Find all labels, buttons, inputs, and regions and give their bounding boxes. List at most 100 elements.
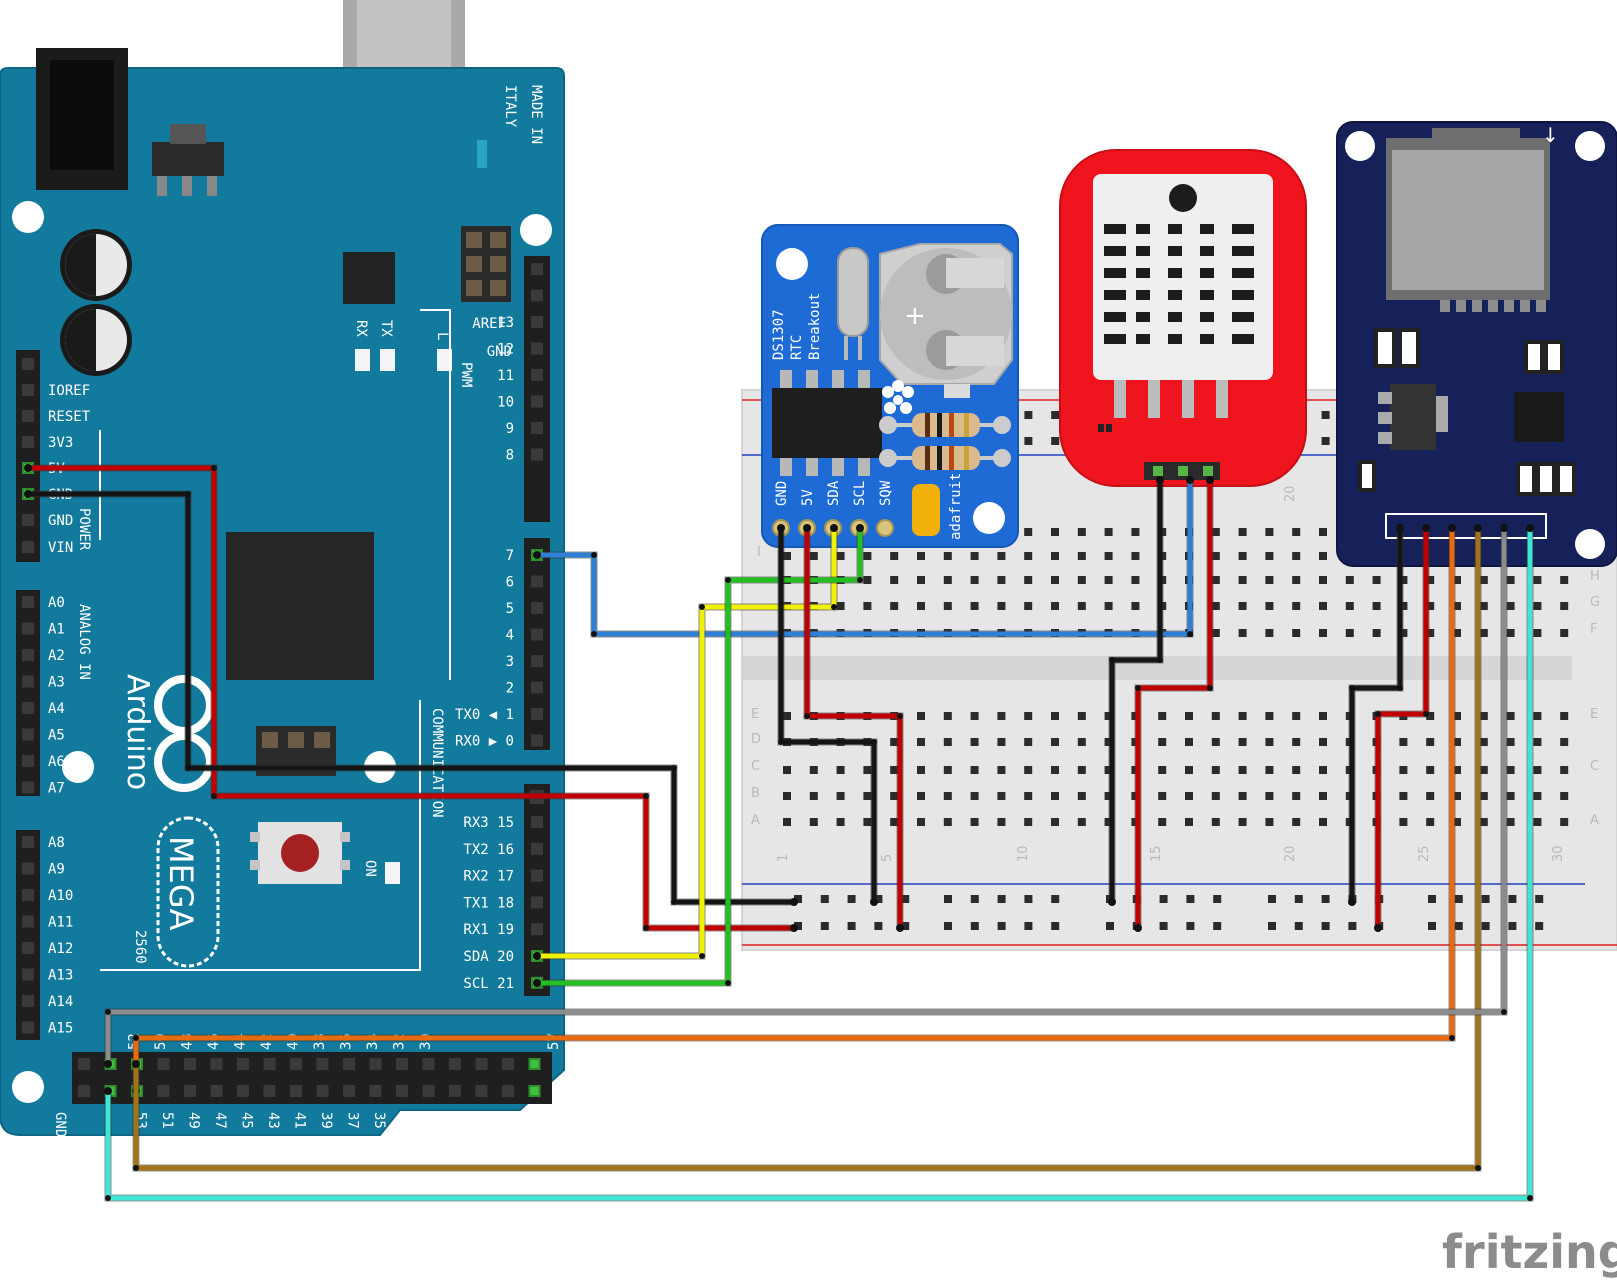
header-pin[interactable] bbox=[531, 896, 543, 909]
header-pin[interactable] bbox=[531, 342, 543, 355]
breadboard-hole bbox=[917, 712, 925, 720]
header-pin[interactable] bbox=[316, 1058, 329, 1070]
wire[interactable] bbox=[25, 465, 797, 931]
header-pin[interactable] bbox=[157, 1085, 170, 1097]
header-pin[interactable] bbox=[531, 628, 543, 641]
header-pin[interactable] bbox=[22, 755, 34, 767]
header-pin[interactable] bbox=[531, 655, 543, 667]
header-pin[interactable] bbox=[22, 410, 34, 422]
pin-label: A2 bbox=[48, 648, 65, 664]
header-pin[interactable] bbox=[531, 289, 543, 302]
header-pin[interactable] bbox=[22, 384, 34, 396]
header-pin[interactable] bbox=[22, 514, 34, 526]
breadboard-hole bbox=[1265, 818, 1274, 826]
header-pin[interactable] bbox=[22, 1021, 34, 1034]
header-pin[interactable] bbox=[22, 942, 34, 954]
breadboard-hole bbox=[1051, 528, 1059, 536]
header-pin[interactable] bbox=[531, 842, 543, 855]
header-pin[interactable] bbox=[343, 1058, 355, 1070]
wire[interactable] bbox=[804, 525, 903, 931]
wire[interactable] bbox=[105, 525, 1533, 1201]
header-pin[interactable] bbox=[22, 596, 34, 608]
wire[interactable] bbox=[1109, 477, 1163, 905]
breadboard-hole bbox=[997, 818, 1006, 826]
wire[interactable] bbox=[1375, 525, 1429, 931]
header-pin[interactable] bbox=[316, 1085, 329, 1097]
header-pin[interactable] bbox=[157, 1058, 170, 1070]
header-pin[interactable] bbox=[531, 816, 543, 828]
header-pin[interactable] bbox=[22, 915, 34, 928]
header-pin[interactable] bbox=[210, 1085, 223, 1097]
header-pin[interactable] bbox=[531, 422, 543, 434]
header-pin[interactable] bbox=[22, 836, 34, 848]
breadboard-hole bbox=[1238, 792, 1247, 800]
row-letter-bottom: E bbox=[1590, 707, 1598, 722]
header-pin[interactable] bbox=[475, 1058, 488, 1070]
header-pin[interactable] bbox=[449, 1085, 461, 1097]
header-pin[interactable] bbox=[22, 781, 34, 794]
header-pin[interactable] bbox=[531, 395, 543, 408]
header-pin[interactable] bbox=[22, 436, 34, 448]
header-pin[interactable] bbox=[78, 1058, 90, 1070]
header-pin[interactable] bbox=[290, 1085, 302, 1097]
header-pin[interactable] bbox=[263, 1058, 276, 1070]
header-pin[interactable] bbox=[22, 541, 34, 553]
rail-hole bbox=[820, 895, 829, 903]
header-pin[interactable] bbox=[22, 995, 34, 1007]
header-pin[interactable] bbox=[237, 1058, 249, 1070]
breadboard-hole bbox=[1158, 818, 1167, 826]
header-pin[interactable] bbox=[396, 1085, 408, 1097]
header-pin[interactable] bbox=[531, 869, 543, 882]
header-pin[interactable] bbox=[22, 702, 34, 714]
header-pin[interactable] bbox=[475, 1085, 488, 1097]
header-pin[interactable] bbox=[422, 1085, 435, 1097]
header-pin[interactable] bbox=[531, 575, 543, 588]
header-pin[interactable] bbox=[531, 263, 543, 275]
wire[interactable] bbox=[133, 525, 1481, 1171]
header-pin[interactable] bbox=[290, 1058, 302, 1070]
header-pin[interactable] bbox=[22, 728, 34, 741]
header-pin[interactable] bbox=[502, 1058, 514, 1070]
wire[interactable] bbox=[1349, 525, 1403, 905]
breadboard-hole bbox=[917, 818, 925, 826]
header-pin[interactable] bbox=[502, 1085, 514, 1097]
pin-label: 13 bbox=[497, 315, 514, 331]
header-pin[interactable] bbox=[263, 1085, 276, 1097]
header-pin[interactable] bbox=[22, 622, 34, 635]
header-pin[interactable] bbox=[78, 1085, 90, 1097]
header-pin[interactable] bbox=[184, 1058, 196, 1070]
rail-hole bbox=[970, 922, 979, 930]
header-pin[interactable] bbox=[531, 681, 543, 694]
header-pin[interactable] bbox=[531, 448, 543, 461]
header-pin[interactable] bbox=[22, 968, 34, 981]
wire[interactable] bbox=[105, 525, 1507, 1067]
header-pin[interactable] bbox=[531, 369, 543, 381]
header-pin[interactable] bbox=[449, 1058, 461, 1070]
header-pin[interactable] bbox=[531, 708, 543, 720]
breadboard-hole bbox=[1479, 738, 1488, 746]
reset-button[interactable] bbox=[250, 822, 350, 884]
header-pin[interactable] bbox=[22, 675, 34, 688]
header-pin[interactable] bbox=[184, 1085, 196, 1097]
header-pin[interactable] bbox=[369, 1058, 382, 1070]
header-pin[interactable] bbox=[531, 602, 543, 614]
header-pin[interactable] bbox=[531, 316, 543, 328]
header-pin[interactable] bbox=[531, 923, 543, 936]
header-pin[interactable] bbox=[210, 1058, 223, 1070]
wire[interactable] bbox=[1135, 477, 1213, 931]
header-pin[interactable] bbox=[396, 1058, 408, 1070]
breadboard-hole bbox=[1024, 528, 1033, 536]
header-pin[interactable] bbox=[422, 1058, 435, 1070]
header-pin[interactable] bbox=[22, 889, 34, 901]
header-pin[interactable] bbox=[22, 862, 34, 875]
header-pin[interactable] bbox=[22, 358, 34, 370]
header-pin[interactable] bbox=[237, 1085, 249, 1097]
header-pin[interactable] bbox=[531, 734, 543, 747]
wire[interactable] bbox=[25, 491, 797, 905]
breadboard-hole bbox=[1533, 629, 1542, 637]
wire[interactable] bbox=[778, 525, 877, 905]
header-pin[interactable] bbox=[22, 649, 34, 661]
header-pin[interactable] bbox=[343, 1085, 355, 1097]
breadboard-hole bbox=[1104, 576, 1113, 584]
header-pin[interactable] bbox=[369, 1085, 382, 1097]
